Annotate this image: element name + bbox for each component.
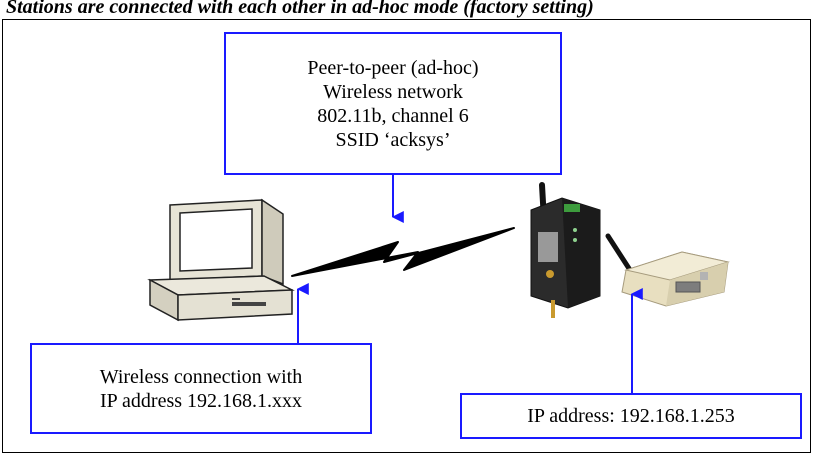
device-ip-callout: IP address: 192.168.1.253 <box>460 393 802 439</box>
header-caption: Stations are connected with each other i… <box>6 0 594 18</box>
lightning-bolt-icon <box>291 227 515 277</box>
wireless-router-icon <box>530 182 601 318</box>
wireless-network-callout: Peer-to-peer (ad-hoc) Wireless network 8… <box>224 32 562 175</box>
callout-line: Wireless network <box>323 80 463 103</box>
callout-line: IP address 192.168.1.xxx <box>99 389 303 412</box>
callout-line: SSID ‘acksys’ <box>335 128 451 151</box>
callout-line: Wireless connection with <box>99 365 303 388</box>
diagram-frame <box>2 19 811 453</box>
callout-line: 802.11b, channel 6 <box>317 104 469 127</box>
callout-line: Peer-to-peer (ad-hoc) <box>307 56 479 79</box>
callout-line: IP address: 192.168.1.253 <box>527 405 735 427</box>
computer-icon <box>147 198 295 322</box>
serial-server-icon <box>605 233 730 307</box>
pc-connection-callout: Wireless connection with IP address 192.… <box>30 343 372 434</box>
